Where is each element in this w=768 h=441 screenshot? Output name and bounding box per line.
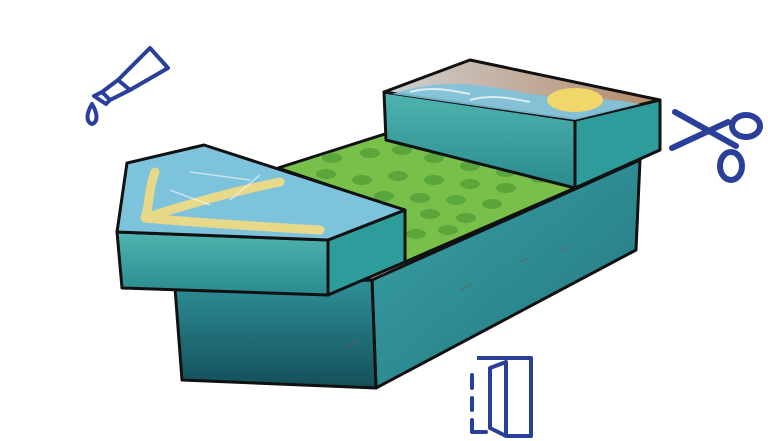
- door-icon: [470, 356, 533, 438]
- map-river: [140, 167, 325, 235]
- paper-box-model: [115, 58, 662, 390]
- box-front-face: [173, 278, 378, 390]
- left-lid-top-map: [115, 143, 407, 242]
- glue-icon: [85, 46, 170, 126]
- seaside-sun: [547, 88, 603, 112]
- scissors-icon: [669, 109, 763, 183]
- right-lid: [382, 58, 662, 190]
- left-lid-side: [115, 230, 330, 297]
- left-lid: [115, 143, 407, 297]
